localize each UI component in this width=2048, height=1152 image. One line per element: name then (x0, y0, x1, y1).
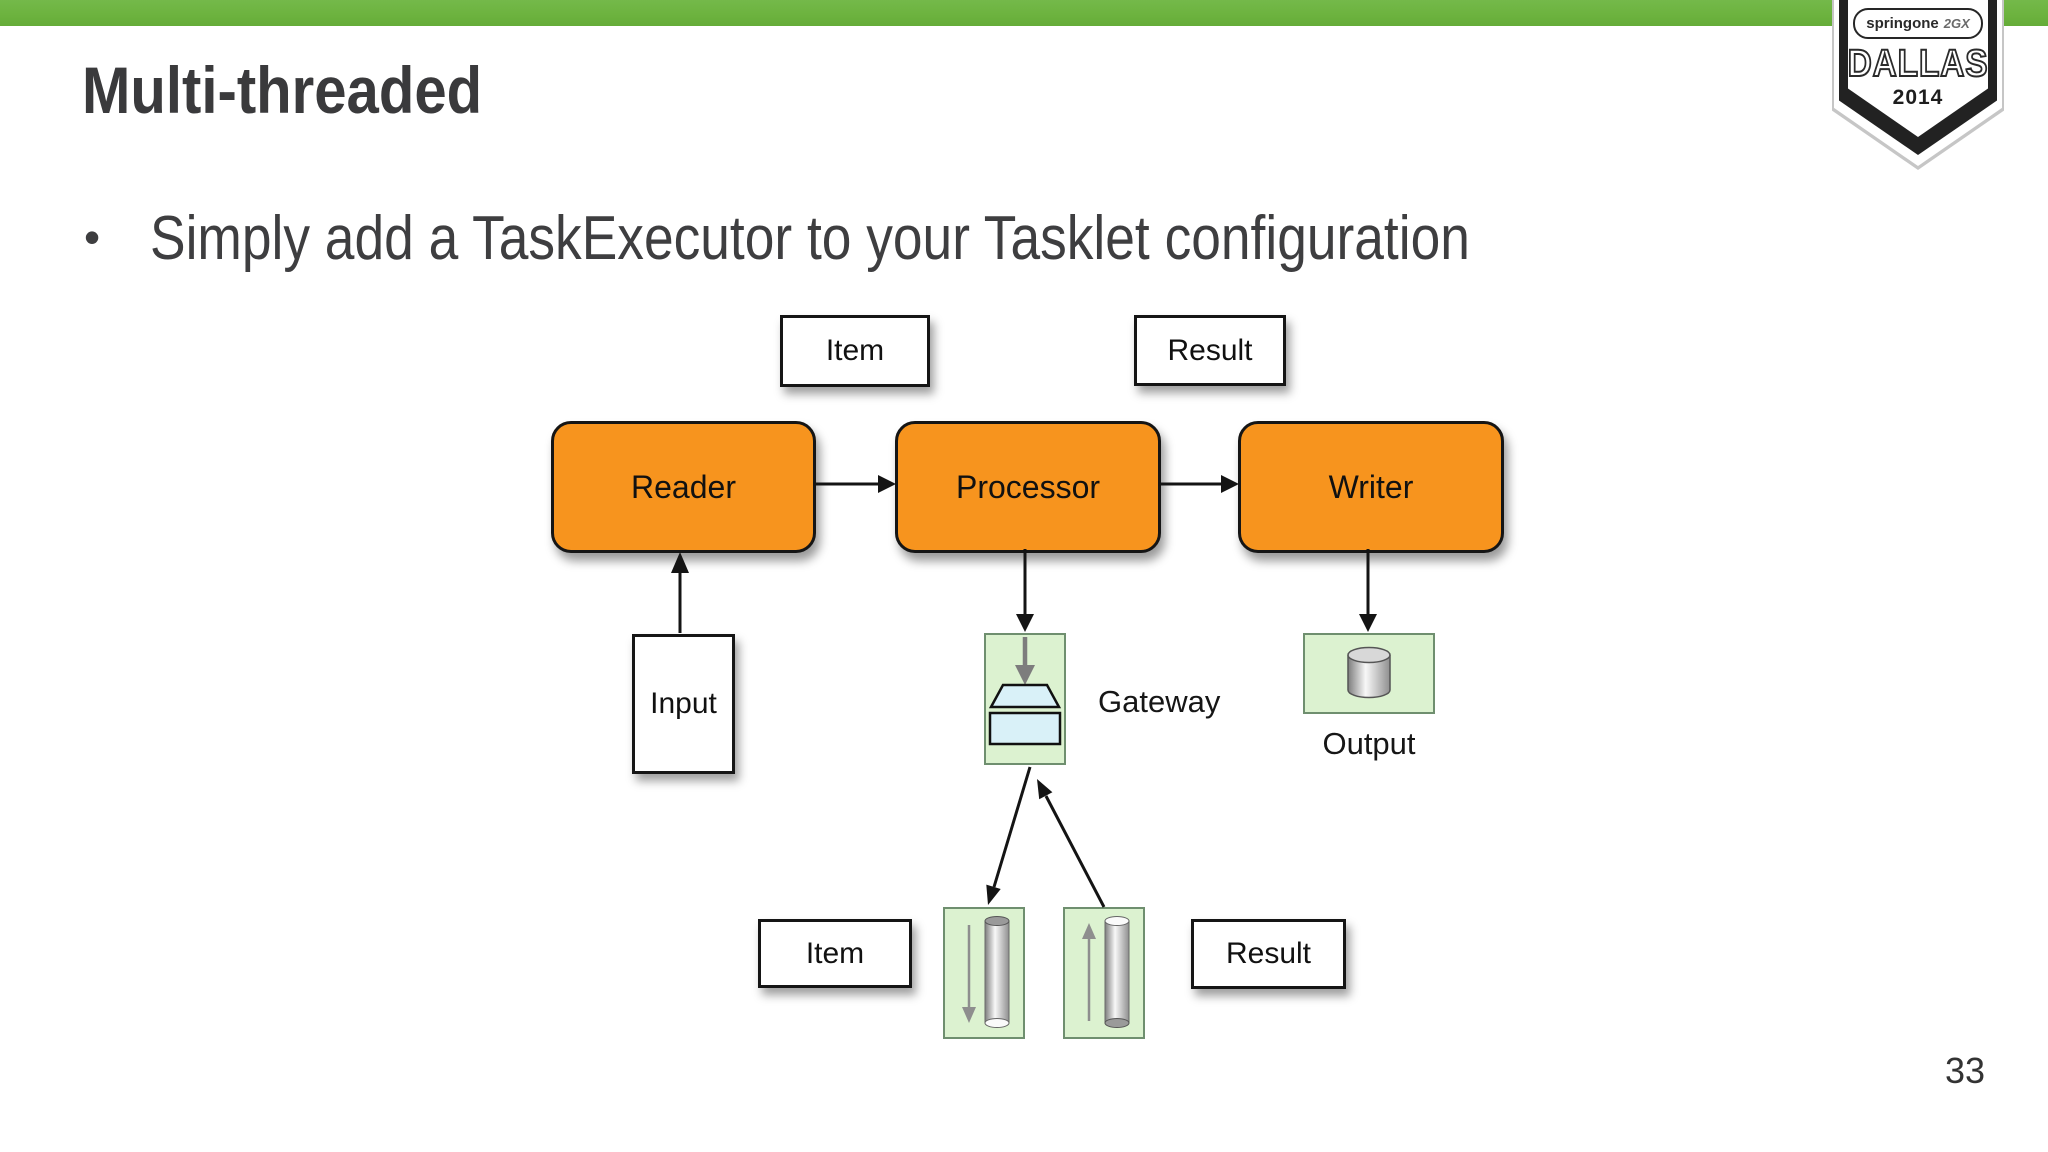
gateway-panel (984, 633, 1066, 765)
item-bottom-label-box: Item (758, 919, 912, 988)
output-label: Output (1322, 726, 1416, 761)
result-top-label-box: Result (1134, 315, 1286, 386)
result-bottom-label-box: Result (1191, 919, 1346, 989)
arrow-input-to-reader (671, 552, 689, 633)
processor-node: Processor (895, 421, 1161, 553)
page-number: 33 (1944, 1050, 1986, 1091)
page-title: Multi-threaded (82, 53, 483, 127)
badge-city-text: DALLAS (1847, 42, 1989, 86)
badge-brand-oval: springone 2GX (1853, 8, 1983, 39)
database-cylinder-icon (1347, 646, 1391, 699)
badge-year-text: 2014 (1892, 86, 1944, 109)
cylinder-down-arrow-icon (962, 916, 1010, 1028)
badge-brand-text: springone (1866, 15, 1939, 32)
arrow-reader-to-processor (813, 475, 896, 493)
arrow-processor-to-gateway (1016, 549, 1034, 632)
result-queue-panel (1063, 907, 1145, 1039)
gateway-icon (988, 637, 1062, 746)
bullet-icon: • (84, 211, 101, 263)
bullet-text: Simply add a TaskExecutor to your Taskle… (150, 204, 1470, 273)
header-green-bar (0, 0, 2048, 26)
item-queue-panel (943, 907, 1025, 1039)
reader-node: Reader (551, 421, 816, 553)
writer-node: Writer (1238, 421, 1504, 553)
arrow-gateway-to-item-queue (986, 766, 1032, 905)
springone-dallas-badge: springone 2GX DALLAS 2014 (1832, 0, 2004, 170)
arrow-result-queue-to-gateway (1037, 779, 1106, 908)
cylinder-up-arrow-icon (1082, 916, 1130, 1028)
badge-content: springone 2GX DALLAS 2014 (1832, 0, 2004, 170)
arrow-writer-to-output (1359, 549, 1377, 632)
input-node: Input (632, 634, 735, 774)
gateway-label: Gateway (1098, 684, 1221, 719)
arrow-processor-to-writer (1158, 475, 1239, 493)
item-top-label-box: Item (780, 315, 930, 387)
output-panel (1303, 633, 1435, 714)
badge-brand-suffix-text: 2GX (1943, 16, 1970, 31)
